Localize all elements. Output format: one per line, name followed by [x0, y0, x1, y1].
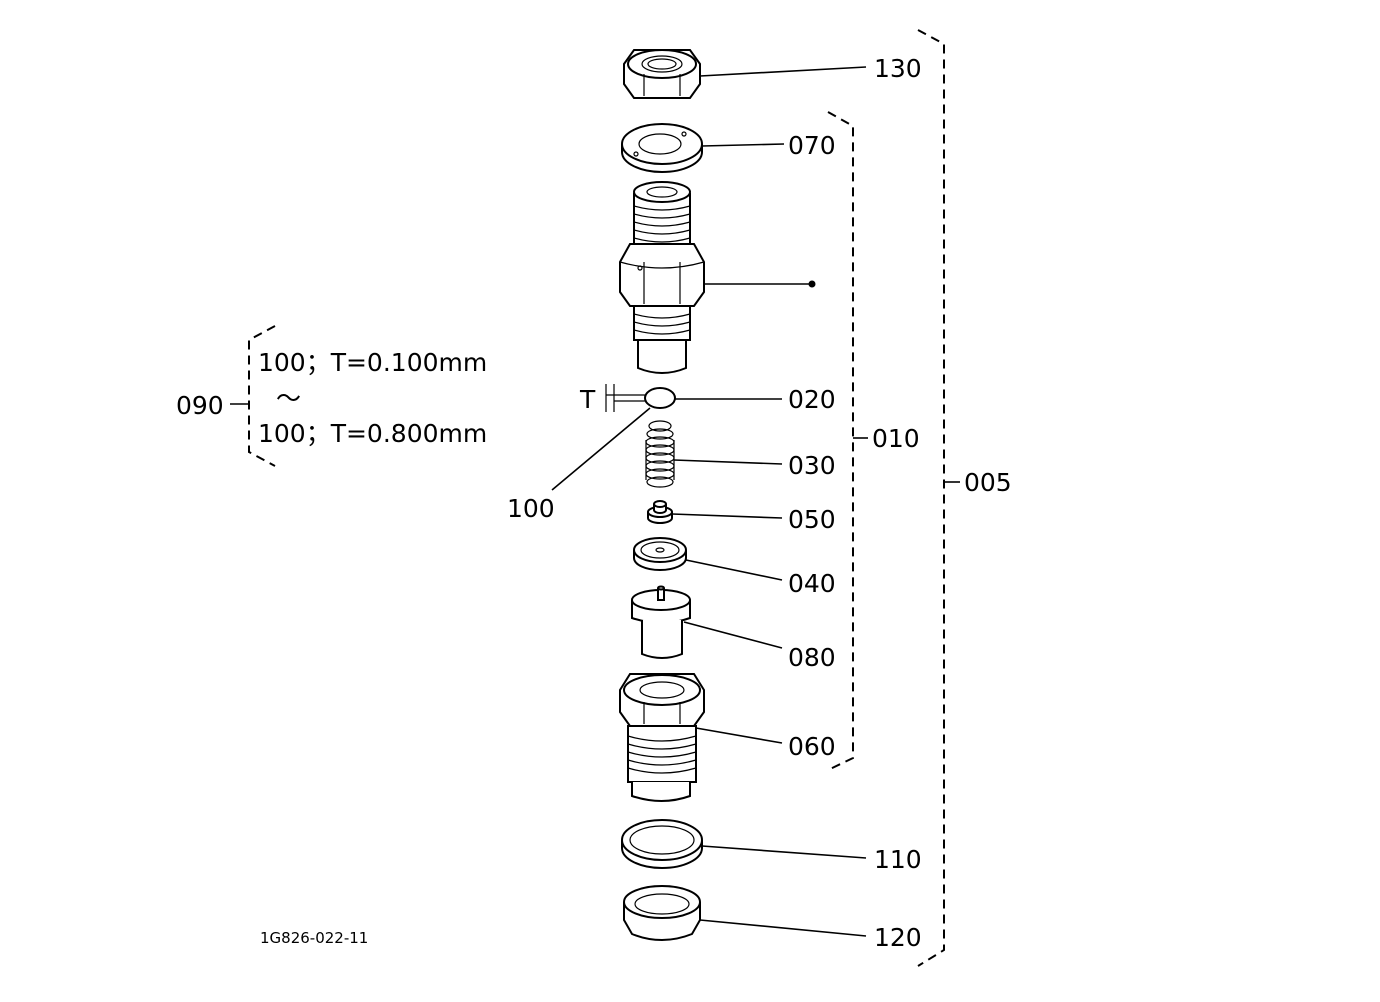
leader-030 [673, 459, 783, 465]
part-holder-body [619, 181, 705, 374]
leader-060 [695, 727, 783, 744]
leader-070 [701, 143, 785, 147]
drawing-number: 1G826-022-11 [260, 929, 368, 947]
part-020-shim [644, 387, 676, 409]
part-120-cap [623, 885, 701, 941]
part-110-gasket [621, 819, 703, 869]
label-100: 100 [507, 494, 555, 523]
label-020: 020 [788, 385, 836, 414]
label-010: 010 [872, 424, 920, 453]
shim-max-thickness: 100；T=0.800mm [258, 419, 487, 448]
label-t: T [579, 385, 596, 414]
part-070-washer [621, 123, 703, 173]
part-080-nozzle [631, 585, 691, 659]
part-030-spring [645, 420, 675, 488]
label-040: 040 [788, 569, 836, 598]
part-050-spring-seat [647, 500, 673, 524]
label-050: 050 [788, 505, 836, 534]
label-110: 110 [874, 845, 922, 874]
label-080: 080 [788, 643, 836, 672]
label-130: 130 [874, 54, 922, 83]
label-030: 030 [788, 451, 836, 480]
bracket-005 [917, 29, 945, 967]
part-130-nut [623, 49, 701, 99]
label-005: 005 [964, 468, 1012, 497]
part-040-disc [633, 537, 687, 571]
leader-080 [683, 621, 783, 649]
leader-040 [685, 559, 783, 581]
leader-100 [551, 407, 651, 491]
bracket-090 [248, 325, 276, 467]
shim-range-tilde: ～ [276, 384, 301, 413]
shim-min-thickness: 100；T=0.100mm [258, 348, 487, 377]
leader-110 [701, 845, 867, 859]
leader-130 [699, 66, 867, 77]
label-060: 060 [788, 732, 836, 761]
label-070: 070 [788, 131, 836, 160]
leader-holder-dot [808, 280, 816, 288]
leader-120 [699, 919, 867, 937]
leader-050 [671, 513, 783, 519]
label-090: 090 [176, 391, 224, 420]
label-120: 120 [874, 923, 922, 952]
part-060-nozzle-nut [619, 673, 705, 802]
